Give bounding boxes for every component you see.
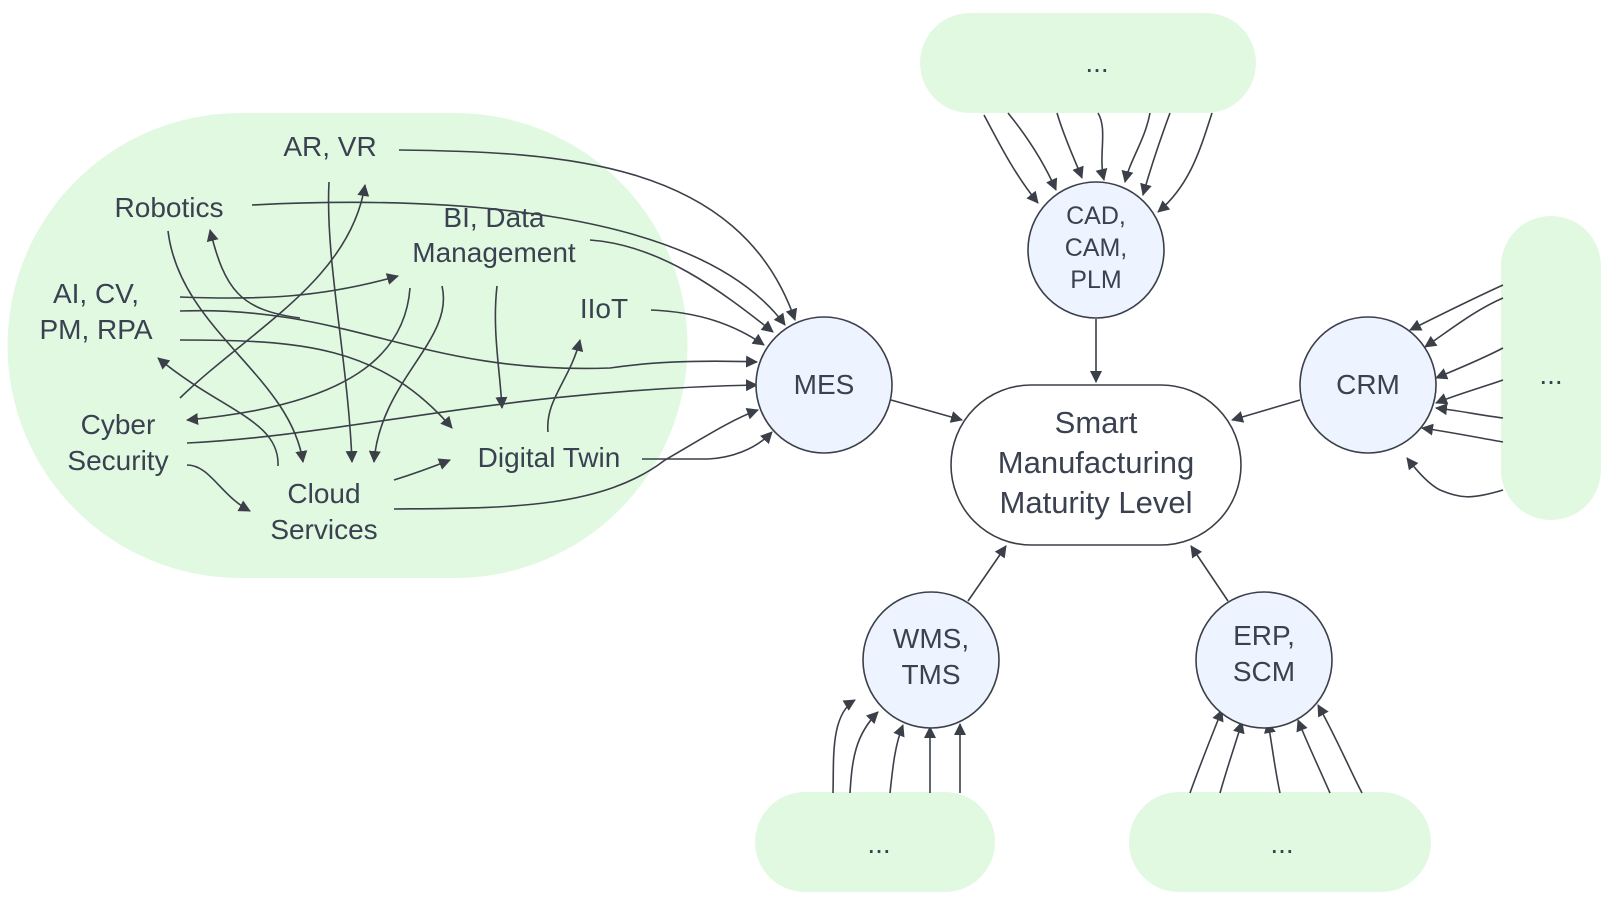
wms-label-line2: TMS bbox=[901, 659, 960, 690]
cad-label-line2: CAM, bbox=[1065, 234, 1128, 262]
tech-ai-line2[interactable]: PM, RPA bbox=[39, 314, 152, 345]
edge-robotics-mes bbox=[251, 201, 786, 326]
cad-group-box bbox=[920, 13, 1256, 113]
edge-crmgrp-3 bbox=[1435, 347, 1504, 380]
edge-dt-mes bbox=[642, 431, 773, 460]
mes-label: MES bbox=[794, 369, 855, 400]
erp-group-box bbox=[1129, 792, 1431, 892]
tech-iiot[interactable]: IIoT bbox=[580, 293, 628, 324]
edge-erpgrp-2 bbox=[1219, 721, 1245, 794]
edge-ai-mes bbox=[179, 309, 758, 370]
tech-ai-line1[interactable]: AI, CV, bbox=[53, 278, 139, 309]
wms-node-shape bbox=[862, 591, 1000, 729]
crm-group-ellipsis: ... bbox=[1539, 359, 1562, 390]
cluster-backgrounds bbox=[7, 13, 1601, 892]
connectors bbox=[157, 112, 1504, 794]
tech-digital-twin[interactable]: Digital Twin bbox=[478, 442, 621, 473]
group-placeholders: ... ... ... ... bbox=[867, 47, 1562, 859]
edge-bi-cloud bbox=[368, 285, 445, 463]
crm-node[interactable]: CRM bbox=[1299, 316, 1437, 454]
wms-group-ellipsis: ... bbox=[867, 828, 890, 859]
edge-crmgrp-2 bbox=[1424, 297, 1504, 348]
edge-cadgrp-1 bbox=[983, 114, 1039, 204]
edge-cadgrp-2 bbox=[1007, 112, 1058, 191]
tech-cyber-line2[interactable]: Security bbox=[67, 445, 168, 476]
edge-crm-center bbox=[1231, 399, 1301, 423]
edge-crmgrp-5 bbox=[1435, 403, 1504, 419]
edge-wmsgrp-2 bbox=[849, 711, 879, 794]
edge-arvr-mes bbox=[398, 149, 798, 321]
tech-bi-line1[interactable]: BI, Data bbox=[443, 202, 545, 233]
tech-arvr[interactable]: AR, VR bbox=[283, 131, 376, 162]
erp-label-line2: SCM bbox=[1233, 656, 1295, 687]
edge-cloud-mes bbox=[393, 408, 759, 510]
edge-cloud-ai bbox=[157, 357, 279, 467]
edge-erpgrp-3 bbox=[1263, 721, 1281, 794]
edge-cyber-cloud bbox=[186, 464, 251, 512]
edge-erpgrp-5 bbox=[1317, 704, 1363, 794]
cad-node[interactable]: CAD, CAM, PLM bbox=[1027, 181, 1165, 319]
wms-group-box bbox=[755, 792, 995, 892]
tech-cloud-line2[interactable]: Services bbox=[270, 514, 377, 545]
tech-cyber-line1[interactable]: Cyber bbox=[81, 409, 156, 440]
center-node[interactable]: Smart Manufacturing Maturity Level bbox=[950, 384, 1242, 546]
edge-wmsgrp-3 bbox=[889, 724, 905, 794]
technology-labels: AR, VR Robotics BI, Data Management AI, … bbox=[39, 131, 628, 545]
center-label-line2: Manufacturing bbox=[998, 445, 1194, 480]
cad-group-ellipsis: ... bbox=[1085, 47, 1108, 78]
edge-arvr-cloud bbox=[327, 181, 358, 463]
edge-cadgrp-6 bbox=[1140, 112, 1171, 196]
edge-wms-center bbox=[967, 545, 1007, 602]
crm-label: CRM bbox=[1336, 369, 1400, 400]
crm-group-box bbox=[1501, 216, 1601, 520]
tech-robotics[interactable]: Robotics bbox=[115, 192, 224, 223]
center-node-shape bbox=[950, 384, 1242, 546]
edge-dt-iiot bbox=[547, 339, 584, 433]
edge-crmgrp-1 bbox=[1409, 284, 1504, 331]
wms-node[interactable]: WMS, TMS bbox=[862, 591, 1000, 729]
tech-bi-line2[interactable]: Management bbox=[412, 237, 576, 268]
mes-node-shape bbox=[755, 316, 893, 454]
edge-mes-center bbox=[890, 399, 963, 423]
erp-node[interactable]: ERP, SCM bbox=[1195, 591, 1333, 729]
erp-group-ellipsis: ... bbox=[1270, 828, 1293, 859]
edge-cadgrp-7 bbox=[1157, 112, 1213, 213]
edge-ai-dt bbox=[179, 339, 453, 429]
edge-ai-robotics bbox=[206, 229, 301, 319]
edge-cyber-arvr bbox=[179, 184, 370, 399]
technology-cluster bbox=[7, 113, 688, 578]
tech-cloud-line1[interactable]: Cloud bbox=[287, 478, 360, 509]
system-nodes: Smart Manufacturing Maturity Level MES C… bbox=[755, 181, 1437, 729]
edge-erp-center bbox=[1190, 545, 1229, 602]
cad-label-line3: PLM bbox=[1070, 266, 1121, 294]
wms-label-line1: WMS, bbox=[893, 623, 969, 654]
edge-crmgrp-4 bbox=[1435, 379, 1504, 405]
erp-node-shape bbox=[1195, 591, 1333, 729]
edge-cloud-dt bbox=[393, 458, 451, 481]
cad-label-line1: CAD, bbox=[1066, 202, 1126, 230]
center-label-line3: Maturity Level bbox=[1000, 485, 1193, 520]
cad-node-shape bbox=[1027, 181, 1165, 319]
edge-wmsgrp-1 bbox=[832, 699, 856, 794]
edge-robotics-cloud bbox=[167, 230, 308, 463]
erp-label-line1: ERP, bbox=[1233, 620, 1295, 651]
mes-node[interactable]: MES bbox=[755, 316, 893, 454]
edge-bi-mes bbox=[589, 239, 774, 333]
edge-erpgrp-1 bbox=[1189, 709, 1224, 794]
edge-crmgrp-6 bbox=[1421, 423, 1504, 443]
edge-cadgrp-5 bbox=[1121, 112, 1151, 183]
edge-bi-dt bbox=[494, 285, 508, 409]
edge-erpgrp-4 bbox=[1296, 719, 1331, 794]
center-label-line1: Smart bbox=[1055, 405, 1138, 440]
crm-node-shape bbox=[1299, 316, 1437, 454]
edge-iiot-mes bbox=[650, 309, 765, 346]
edge-crmgrp-7 bbox=[1406, 457, 1504, 498]
edge-cadgrp-3 bbox=[1056, 112, 1084, 179]
edge-cadgrp-4 bbox=[1095, 112, 1108, 181]
edge-ai-bi bbox=[179, 273, 399, 299]
edge-bi-cyber bbox=[186, 287, 411, 425]
